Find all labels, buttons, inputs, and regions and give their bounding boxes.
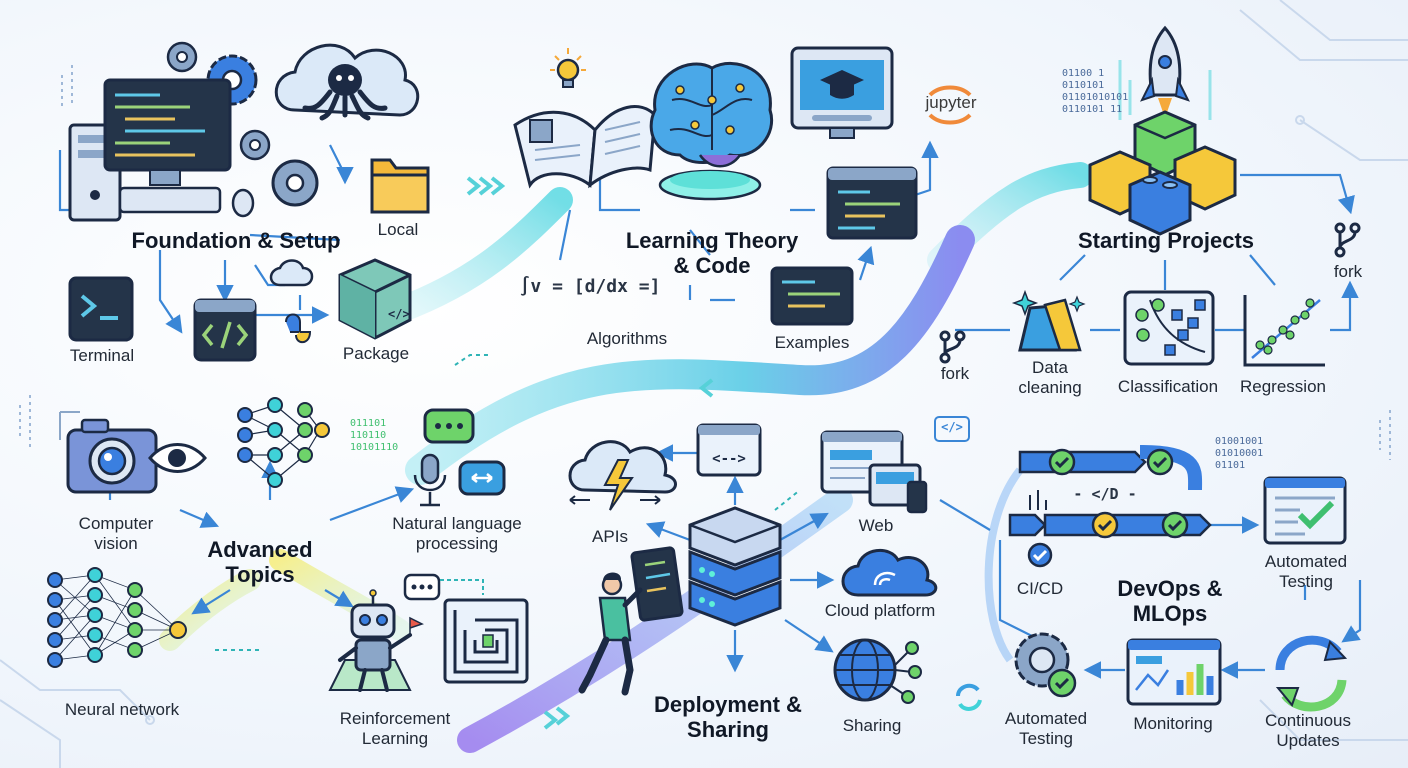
label-jupyter: jupyter	[925, 93, 977, 112]
label-regression: Regression	[1240, 377, 1326, 396]
label-auto-test-top-2: Testing	[1279, 572, 1333, 591]
section-title-theory-line2: & Code	[673, 253, 751, 278]
binary-decoration-right: 01001001 01010001 01101	[1215, 436, 1264, 471]
label-rl-1: Reinforcement	[339, 709, 451, 728]
microphone-icon	[413, 453, 447, 507]
label-sharing: Sharing	[842, 716, 902, 735]
robot-icon	[328, 589, 424, 692]
cloud-lightning-icon	[568, 440, 677, 511]
label-updates-2: Updates	[1276, 731, 1340, 750]
label-fork-right: fork	[1333, 262, 1363, 281]
binary-decoration-left: 011101 110110 10101110	[350, 418, 399, 453]
label-fork-left: fork	[940, 364, 970, 383]
binary-decoration-top: 01100 1 0110101 01101010101 0110101 11	[1062, 68, 1129, 115]
brain-icon	[649, 62, 773, 201]
code-editor-icon	[826, 166, 918, 240]
label-local: Local	[377, 220, 419, 239]
terminal-icon	[68, 276, 134, 342]
fork-icon	[939, 330, 966, 364]
label-neural-network: Neural network	[64, 700, 180, 719]
automated-test-icon	[1263, 476, 1347, 545]
folder-icon	[370, 158, 430, 214]
label-classification: Classification	[1117, 377, 1219, 396]
gear-check-icon	[1014, 632, 1077, 698]
section-title-devops-line1: DevOps &	[1117, 576, 1223, 601]
label-nlp-2: processing	[415, 534, 499, 553]
speech-bubbles-icon	[403, 573, 441, 601]
section-title-foundation: Foundation & Setup	[131, 228, 341, 253]
classification-icon	[1123, 290, 1215, 366]
label-apis: APIs	[592, 527, 628, 546]
label-nlp-1: Natural language	[392, 514, 522, 533]
jupyter-icon	[928, 85, 972, 125]
octopus-cloud-icon	[274, 43, 420, 121]
desktop-computer-icon	[68, 78, 255, 222]
graduation-monitor-icon	[790, 46, 894, 139]
chevrons	[466, 176, 714, 730]
pipeline-check-icon	[1008, 445, 1212, 568]
python-icon	[269, 259, 314, 344]
data-cleaning-icon	[1011, 289, 1086, 352]
maze-icon	[440, 579, 529, 684]
svg-text:<-->: <-->	[712, 451, 746, 467]
refresh-cycle-icon	[1275, 635, 1348, 712]
section-title-advanced-line1: Advanced	[207, 537, 313, 562]
code-window-icon	[193, 298, 257, 362]
section-title-devops-line2: MLOps	[1132, 601, 1208, 626]
globe-network-icon	[833, 638, 922, 704]
open-book-icon	[513, 105, 657, 189]
label-auto-test-top-1: Automated	[1264, 552, 1348, 571]
label-package: Package	[342, 344, 410, 363]
label-examples: Examples	[774, 333, 850, 352]
neural-net-icon	[237, 397, 330, 488]
rocket-icon	[1140, 25, 1190, 118]
code-window-icon: <-->	[696, 423, 762, 477]
label-rl-2: Learning	[361, 729, 429, 748]
web-browser-icon	[820, 430, 928, 514]
svg-text:</>: </>	[388, 307, 410, 321]
building-blocks-icon	[1088, 60, 1237, 236]
lightbulb-icon	[550, 48, 586, 88]
speech-bubbles-icon	[423, 408, 506, 496]
math-formula: ∫v = [d/dx =]	[519, 276, 661, 297]
cloud-platform-icon	[841, 549, 938, 597]
gear-icon	[166, 41, 319, 207]
monitoring-dashboard-icon	[1126, 638, 1222, 706]
regression-icon	[1243, 295, 1325, 367]
cicd-tag-text: - </D -	[1073, 485, 1137, 503]
section-title-theory-line1: Learning Theory	[625, 228, 799, 253]
fork-icon	[1334, 222, 1361, 258]
package-box-icon: </>	[338, 258, 412, 340]
refresh-cycle-icon	[956, 683, 982, 711]
label-monitoring: Monitoring	[1133, 714, 1213, 733]
section-title-advanced-line2: Topics	[225, 562, 295, 587]
code-tag-text: </>	[941, 420, 963, 434]
section-title-deployment-line1: Deployment &	[654, 692, 802, 717]
label-terminal: Terminal	[69, 346, 135, 365]
label-auto-test-bottom-2: Testing	[1019, 729, 1073, 748]
label-cv-2: vision	[94, 534, 138, 553]
examples-code-icon	[770, 266, 854, 326]
developer-icon	[578, 546, 684, 696]
server-stack-icon	[688, 506, 782, 627]
label-web: Web	[858, 516, 894, 535]
camera-eye-icon	[59, 411, 207, 494]
label-data-cleaning-2: cleaning	[1018, 378, 1082, 397]
label-algorithms: Algorithms	[586, 329, 668, 348]
label-data-cleaning-1: Data	[1032, 358, 1068, 377]
label-updates-1: Continuous	[1264, 711, 1352, 730]
label-cv-1: Computer	[78, 514, 154, 533]
neural-net-icon	[47, 567, 187, 668]
section-title-projects: Starting Projects	[1077, 228, 1255, 253]
section-title-deployment-line2: Sharing	[687, 717, 769, 742]
label-cicd: CI/CD	[1016, 579, 1064, 598]
label-auto-test-bottom-1: Automated	[1004, 709, 1088, 728]
code-tag-icon	[934, 416, 970, 442]
label-cloud-platform: Cloud platform	[824, 601, 936, 620]
